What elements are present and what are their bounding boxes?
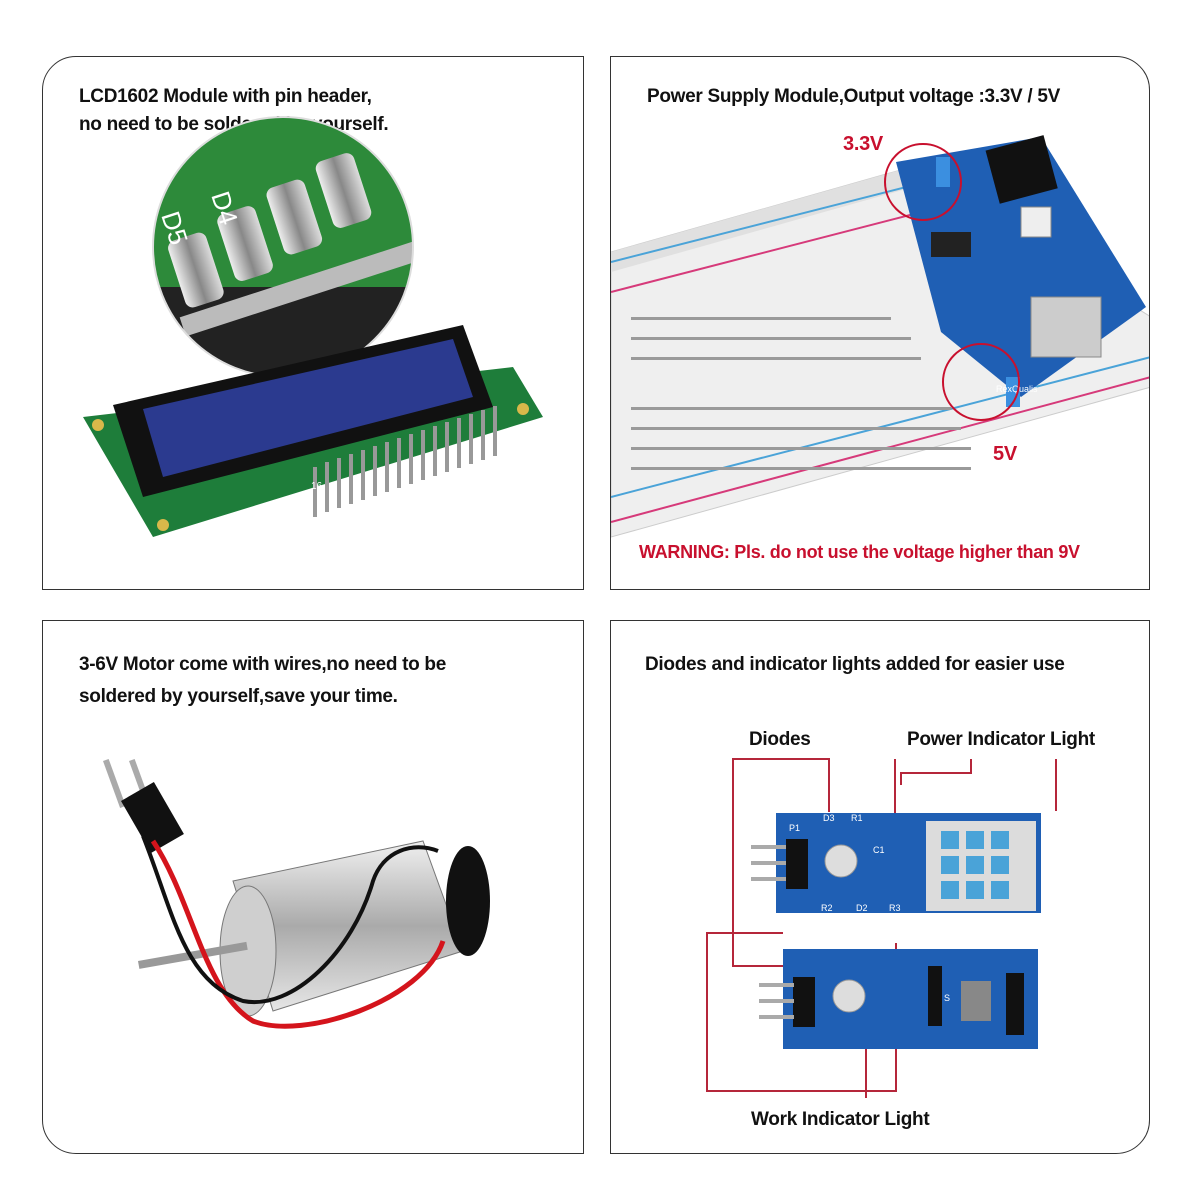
lcd-illustration: D4 D5 16 <box>83 116 543 537</box>
highlight-5v-circle <box>942 343 1020 421</box>
magnified-inset: D4 D5 <box>153 117 413 377</box>
lcd-caption-line1: LCD1602 Module with pin header, <box>79 86 372 107</box>
label-5v: 5V <box>993 443 1017 465</box>
lcd-panel: LCD1602 Module with pin header, no need … <box>42 56 584 590</box>
label-diodes: Diodes <box>749 729 811 750</box>
pcb-label-16: 16 <box>311 481 323 492</box>
board-label-r2: R2 <box>821 903 833 913</box>
label-power-indicator-light: Power Indicator Light <box>907 729 1095 750</box>
board-label-d3: D3 <box>823 813 835 823</box>
sensor-boards-illustration: P1 D3 R1 C1 R2 D2 R3 S <box>706 758 1057 1098</box>
board-label-r1: R1 <box>851 813 863 823</box>
sensor-board-bottom <box>759 949 1038 1049</box>
breadboard-illustration: RexQualis <box>611 135 1149 538</box>
label-3-3v: 3.3V <box>843 133 883 155</box>
power-panel: Power Supply Module,Output voltage :3.3V… <box>610 56 1150 590</box>
board-label-d2: D2 <box>856 903 868 913</box>
board-label-c1: C1 <box>873 845 885 855</box>
power-caption: Power Supply Module,Output voltage :3.3V… <box>647 86 1060 107</box>
brand-label: RexQualis <box>996 384 1038 394</box>
board-label-r3: R3 <box>889 903 901 913</box>
motor-caption-line1: 3-6V Motor come with wires,no need to be <box>79 654 446 675</box>
highlight-33v-circle <box>884 143 962 221</box>
motor-illustration <box>103 758 490 1029</box>
warning-text: WARNING: Pls. do not use the voltage hig… <box>639 542 1080 562</box>
label-work-indicator-light: Work Indicator Light <box>751 1109 930 1130</box>
board-label-p1: P1 <box>789 823 800 833</box>
diodes-panel: Diodes and indicator lights added for ea… <box>610 620 1150 1154</box>
diodes-caption: Diodes and indicator lights added for ea… <box>645 654 1065 675</box>
motor-caption-line2: soldered by yourself,save your time. <box>79 686 398 707</box>
board-label-s: S <box>944 993 950 1003</box>
power-module: RexQualis <box>896 135 1146 407</box>
lcd-module: 16 <box>83 325 543 537</box>
sensor-board-top <box>751 813 1041 913</box>
motor-panel: 3-6V Motor come with wires,no need to be… <box>42 620 584 1154</box>
